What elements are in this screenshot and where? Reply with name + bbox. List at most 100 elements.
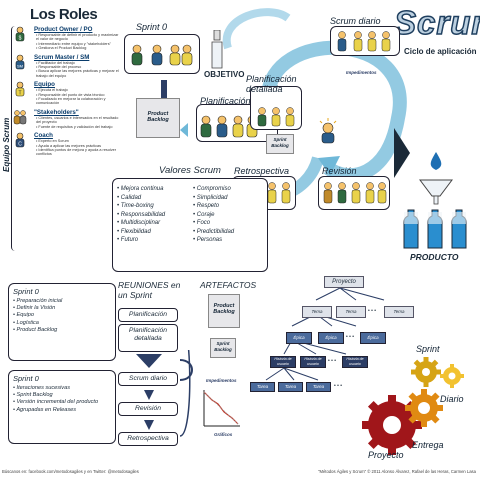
footer-copyright: "Métodos Ágiles y Scrum" © 2011 Alonso Á…: [318, 469, 476, 474]
reunion-retrospectiva: Retrospectiva: [118, 432, 178, 446]
objetivo-label: OBJETIVO: [204, 70, 245, 79]
gear-diario-label: Diario: [440, 394, 464, 404]
valor-item: Respeto: [193, 202, 234, 211]
role-bullet: Busca aplicar las mejores prácticas y me…: [36, 69, 120, 78]
role-bullet: Clientes, usuarios e interesados en el r…: [36, 116, 120, 125]
role-name: Coach: [34, 132, 53, 140]
valores-col2: Compromiso Simplicidad Respeto Coraje Fo…: [193, 185, 234, 245]
role-coach: C Coach Experto en ScrumAyuda a aplicar …: [14, 132, 120, 157]
valor-item: Multidisciplinar: [117, 219, 165, 228]
valor-item: Time-boxing: [117, 202, 165, 211]
scrum-master-lightbulb-icon: [319, 118, 337, 144]
svg-text:T: T: [18, 91, 21, 97]
role-bullet: Responsable del proceso: [36, 65, 120, 69]
role-bullet: Focalizado en mejorar la colaboración y …: [36, 97, 120, 106]
team-icons-detail: [257, 107, 295, 127]
valores-col1: Mejora continua Calidad Time-boxing Resp…: [117, 185, 165, 245]
burndown-chart-icon: [203, 390, 240, 427]
svg-text:$: $: [19, 36, 22, 42]
role-name: "Stakeholders": [34, 108, 79, 116]
scrum-logo: Scrum: [393, 3, 480, 42]
chevron-right-icon: [394, 128, 410, 178]
product-backlog-label: Product Backlog: [147, 111, 169, 123]
reuniones-title: REUNIONES en un Sprint: [118, 280, 181, 300]
tema-node: Tema: [336, 306, 366, 318]
gear-proyecto-label: Proyecto: [368, 450, 404, 460]
sprint-backlog-label: Sprint Backlog: [271, 137, 289, 148]
sprintn-item: Sprint Backlog: [13, 392, 111, 399]
producto-label: PRODUCTO: [410, 252, 459, 262]
artefacto-product-backlog: Product Backlog: [208, 294, 240, 328]
reuniones-arrows: [136, 350, 193, 437]
team-icons: [131, 44, 193, 66]
dots: • • •: [346, 334, 355, 340]
role-bullet: Responsable del punto de vista técnico: [36, 93, 120, 97]
team-member-icon: T: [15, 81, 25, 97]
sprint0-item: Definir la Visión: [13, 305, 111, 312]
valor-item: Calidad: [117, 194, 165, 203]
artefacto-label: Product Backlog: [213, 303, 235, 315]
roles-brace: [11, 26, 15, 251]
role-bullet: Ejecuta el trabajo: [36, 88, 120, 92]
tarea-node: Tarea: [250, 382, 275, 392]
cycle-sprint0-box: [124, 34, 200, 74]
impedimentos-label: Impedimentos: [346, 70, 377, 75]
role-equipo: T Equipo Ejecuta el trabajoResponsable d…: [14, 81, 120, 106]
roles-list: $ Product Owner / PO Responsable de defi…: [13, 26, 120, 160]
role-scrum-master: SM Scrum Master / SM Facilitador del tra…: [14, 54, 120, 79]
historia-node: Historia de usuario: [342, 356, 368, 368]
product-funnel-icon: [403, 152, 467, 249]
proyecto-node: Proyecto: [324, 276, 364, 288]
role-stakeholders: "Stakeholders" Clientes, usuarios e inte…: [13, 108, 120, 129]
bottle-icon: [211, 30, 223, 69]
role-name: Product Owner / PO: [34, 26, 93, 33]
valor-item: Responsabilidad: [117, 211, 165, 220]
artefacto-graficos: Gráficos: [214, 432, 233, 437]
sprintn-item: Agrupadas en Releases: [13, 407, 111, 414]
artefacto-sprint-backlog: Sprint Backlog: [210, 338, 236, 358]
sprint0-item: Preparación inicial: [13, 298, 111, 305]
role-bullet: Fuente de requisitos y validación del tr…: [36, 125, 120, 129]
sprintn-item: Versión incremental del producto: [13, 399, 111, 406]
role-name: Scrum Master / SM: [34, 53, 90, 61]
roles-title: Los Roles: [30, 6, 98, 23]
valor-item: Compromiso: [193, 185, 234, 194]
valor-item: Mejora continua: [117, 185, 165, 194]
gear-sprint-label: Sprint: [416, 344, 440, 354]
artefacto-impedimentos: Impedimentos: [206, 378, 237, 383]
tarea-node: Tarea: [306, 382, 331, 392]
artefactos-title: ARTEFACTOS: [200, 280, 257, 290]
epica-node: Épica: [286, 332, 312, 344]
sprint0-item: Product Backlog: [13, 327, 111, 334]
coach-icon: C: [15, 132, 25, 148]
valor-item: Coraje: [193, 211, 234, 220]
valores-scrum-box: Valores Scrum Mejora continua Calidad Ti…: [112, 165, 268, 272]
team-icons-daily: [337, 31, 391, 52]
reunion-planificacion: Planificación: [118, 308, 178, 322]
revision-label: Revisión: [322, 166, 357, 176]
role-bullet: Identifica puntos de mejora y ayuda a re…: [36, 148, 120, 157]
cycle-subtitle: Ciclo de aplicación: [404, 47, 477, 56]
svg-text:C: C: [18, 142, 22, 148]
reunion-plan-detallada: Planificación detallada: [118, 324, 178, 352]
valor-item: Foco: [193, 219, 234, 228]
sprint0-item: Equipo: [13, 312, 111, 319]
role-bullet: Responsable de definir el producto y max…: [36, 33, 120, 42]
sprintn-card-title: Sprint 0: [13, 374, 39, 383]
role-bullet: Facilitador del trabajo: [36, 61, 120, 65]
epica-node: Épica: [360, 332, 386, 344]
svg-text:SM: SM: [17, 63, 23, 68]
planificacion-label: Planificación: [200, 96, 251, 106]
stakeholders-icon: [13, 110, 27, 125]
sprintn-item: Iteraciones sucesivas: [13, 385, 111, 392]
footer-social: Búscanos en: facebook.com/metodosagiles …: [2, 469, 139, 474]
retrospectiva-label: Retrospectiva: [234, 166, 290, 176]
role-bullet: Experto en Scrum: [36, 139, 120, 143]
team-icons-review: [323, 182, 387, 204]
role-name: Equipo: [34, 81, 55, 89]
gear-entrega-label: Entrega: [412, 440, 444, 450]
sprint0-item: Logística: [13, 320, 111, 327]
epica-node: Épica: [318, 332, 344, 344]
valor-item: Predictibilidad: [193, 228, 234, 237]
product-backlog-note: Product Backlog: [136, 98, 180, 138]
